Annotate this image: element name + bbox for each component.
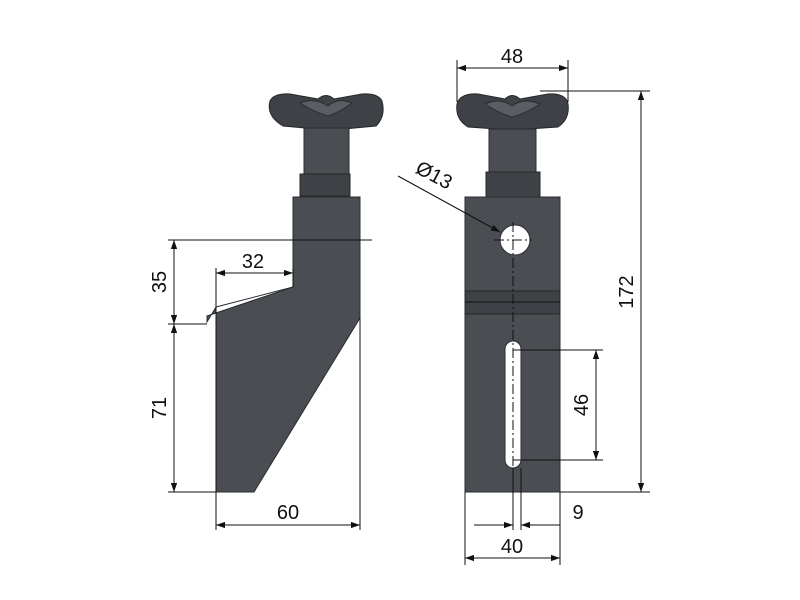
side-view-body [206, 196, 361, 493]
dim-front-knob-width: 48 [501, 46, 523, 68]
dim-slot-length: 46 [571, 394, 593, 416]
dim-front-total-height: 172 [616, 275, 638, 308]
side-view-nut [299, 173, 351, 197]
side-view-star-knob [268, 93, 384, 133]
dim-hole-diameter: Ø13 [412, 157, 456, 194]
front-view-stem [488, 128, 537, 173]
front-view-dimensions: 48 172 Ø13 46 9 40 [397, 46, 650, 565]
front-view-nut [485, 171, 541, 198]
side-view [206, 93, 384, 493]
dim-slot-offset: 9 [572, 502, 583, 524]
dim-front-width: 40 [501, 536, 523, 558]
dim-side-lower-height: 71 [149, 397, 171, 419]
front-view-star-knob [456, 93, 569, 134]
dim-side-width: 60 [277, 502, 299, 524]
front-view [456, 93, 569, 493]
side-view-dimensions: 60 32 35 71 [149, 239, 372, 530]
dim-side-upper-height: 35 [149, 271, 171, 293]
dim-side-offset: 32 [242, 251, 264, 273]
side-view-stem [303, 127, 350, 175]
